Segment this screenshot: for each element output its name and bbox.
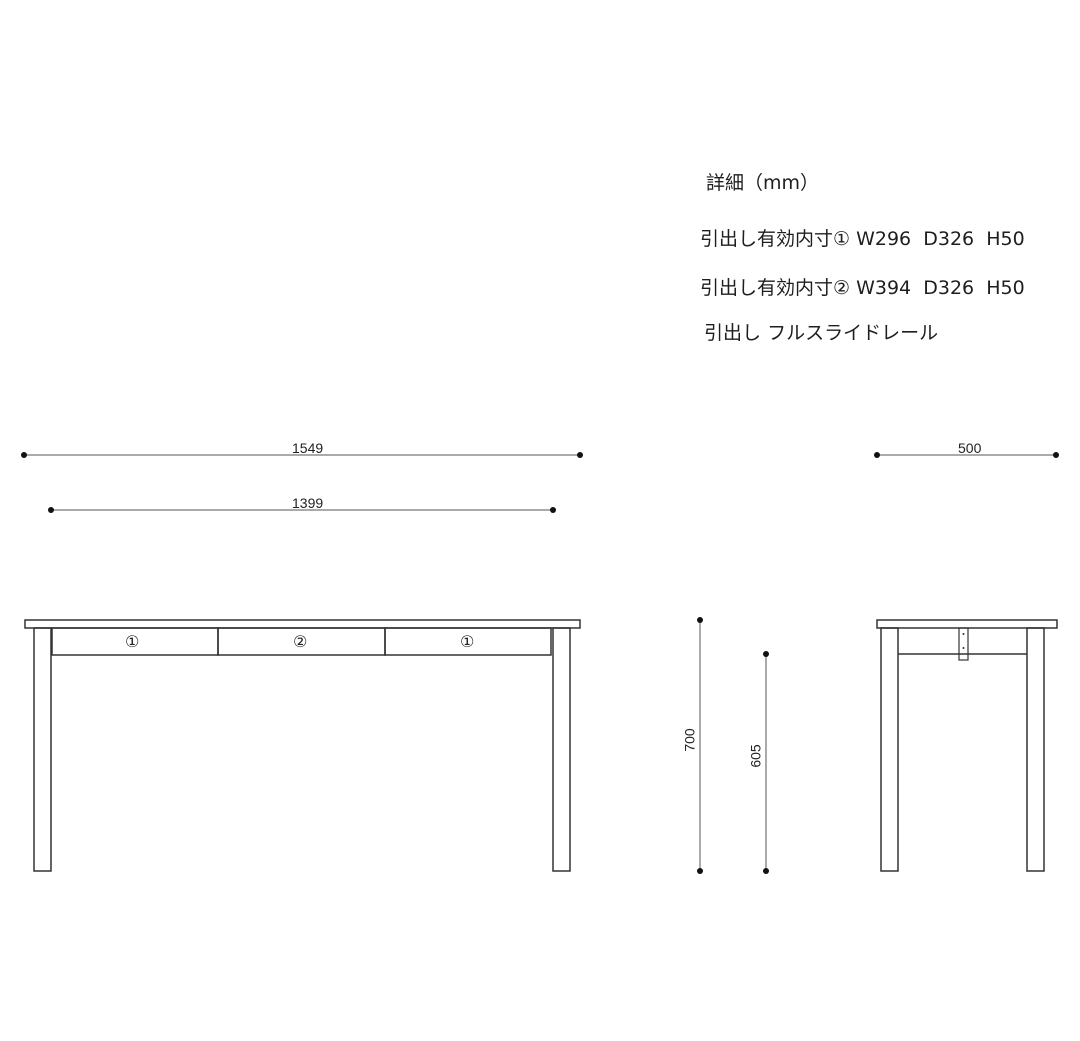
spec-row-drawer-2: 引出し有効内寸② W394 D326 H50 [700, 273, 1025, 300]
spec-value: W394 D326 H50 [856, 277, 1025, 299]
leg-front-right [552, 627, 571, 872]
slide-rail-bracket [958, 627, 969, 661]
spec-value: W296 D326 H50 [856, 228, 1025, 250]
dim-label-height: 700 [681, 728, 698, 752]
drawer-label-1: ① [125, 632, 140, 651]
spec-value: フルスライドレール [767, 322, 939, 344]
spec-row-drawer-1: 引出し有効内寸① W296 D326 H50 [700, 224, 1025, 251]
spec-title: 詳細（mm） [706, 172, 820, 194]
drawer-3 [384, 627, 552, 656]
dim-line-overall-width [21, 452, 583, 458]
dim-line-depth [874, 452, 1059, 458]
desk-top-side [876, 619, 1058, 629]
leg-side-right [1026, 627, 1045, 872]
spec-key: 引出し有効内寸② [700, 277, 851, 299]
leg-side-left [880, 627, 899, 872]
spec-key: 引出し [704, 322, 762, 344]
dim-label-overall-width: 1549 [292, 440, 324, 456]
dim-line-knee-clearance [763, 651, 769, 874]
dim-label-depth: 500 [958, 440, 982, 456]
spec-key: 引出し有効内寸① [700, 228, 851, 250]
dim-label-inner-width: 1399 [292, 495, 324, 511]
leg-front-left [33, 627, 52, 872]
dim-line-inner-width [48, 507, 556, 513]
dim-line-height [697, 617, 703, 874]
dim-label-knee-clearance: 605 [747, 744, 764, 768]
drawer-label-2: ② [293, 632, 308, 651]
side-view [876, 619, 1058, 872]
spec-row-slide-rail: 引出し フルスライドレール [704, 318, 938, 345]
desk-top-front [24, 619, 581, 629]
drawer-label-3: ① [460, 632, 475, 651]
front-view [24, 619, 581, 872]
